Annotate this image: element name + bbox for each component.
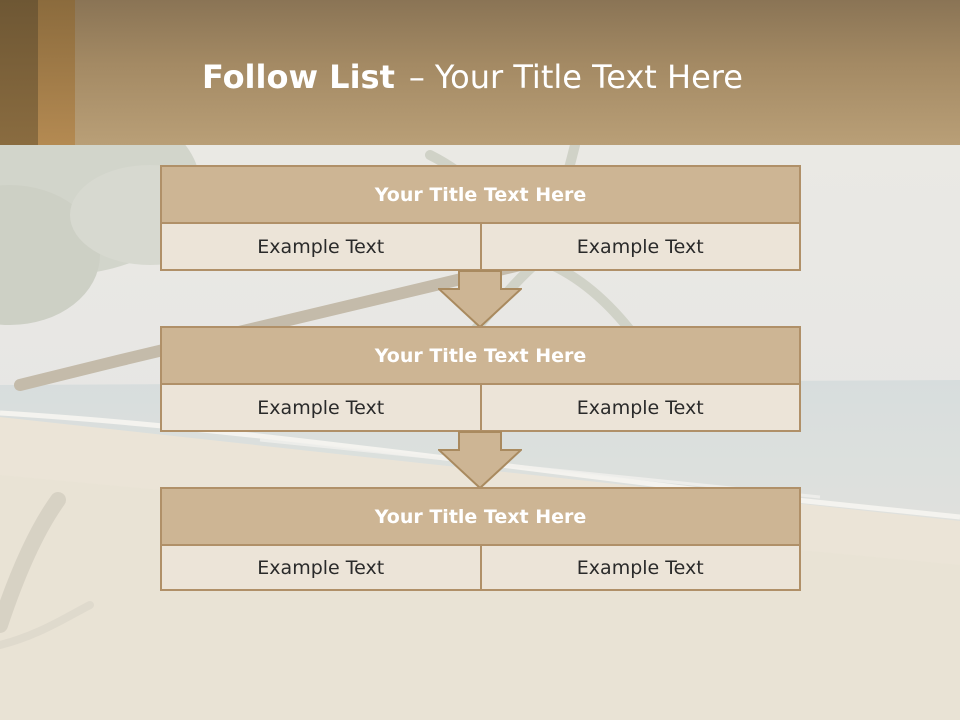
step-box-3: Your Title Text Here Example Text Exampl…	[160, 487, 801, 591]
header-accent-dark	[0, 0, 38, 145]
step-title: Your Title Text Here	[162, 328, 799, 385]
down-arrow-icon	[438, 270, 522, 328]
header-band: Follow List–Your Title Text Here	[0, 0, 960, 145]
step-cell-left: Example Text	[162, 224, 480, 269]
down-arrow-icon	[438, 431, 522, 489]
title-bold: Follow List	[202, 58, 395, 96]
step-cell-left: Example Text	[162, 385, 480, 430]
step-row: Example Text Example Text	[162, 385, 799, 430]
slide-title: Follow List–Your Title Text Here	[202, 57, 743, 97]
step-box-2: Your Title Text Here Example Text Exampl…	[160, 326, 801, 432]
step-cell-right: Example Text	[479, 546, 799, 589]
title-rest: Your Title Text Here	[434, 58, 743, 96]
step-cell-right: Example Text	[479, 385, 799, 430]
step-box-1: Your Title Text Here Example Text Exampl…	[160, 165, 801, 271]
step-row: Example Text Example Text	[162, 224, 799, 269]
step-title: Your Title Text Here	[162, 167, 799, 224]
title-dash: –	[408, 58, 425, 96]
step-title: Your Title Text Here	[162, 489, 799, 546]
header-accent-gold	[38, 0, 75, 145]
step-cell-left: Example Text	[162, 546, 480, 589]
step-cell-right: Example Text	[479, 224, 799, 269]
step-row: Example Text Example Text	[162, 546, 799, 589]
